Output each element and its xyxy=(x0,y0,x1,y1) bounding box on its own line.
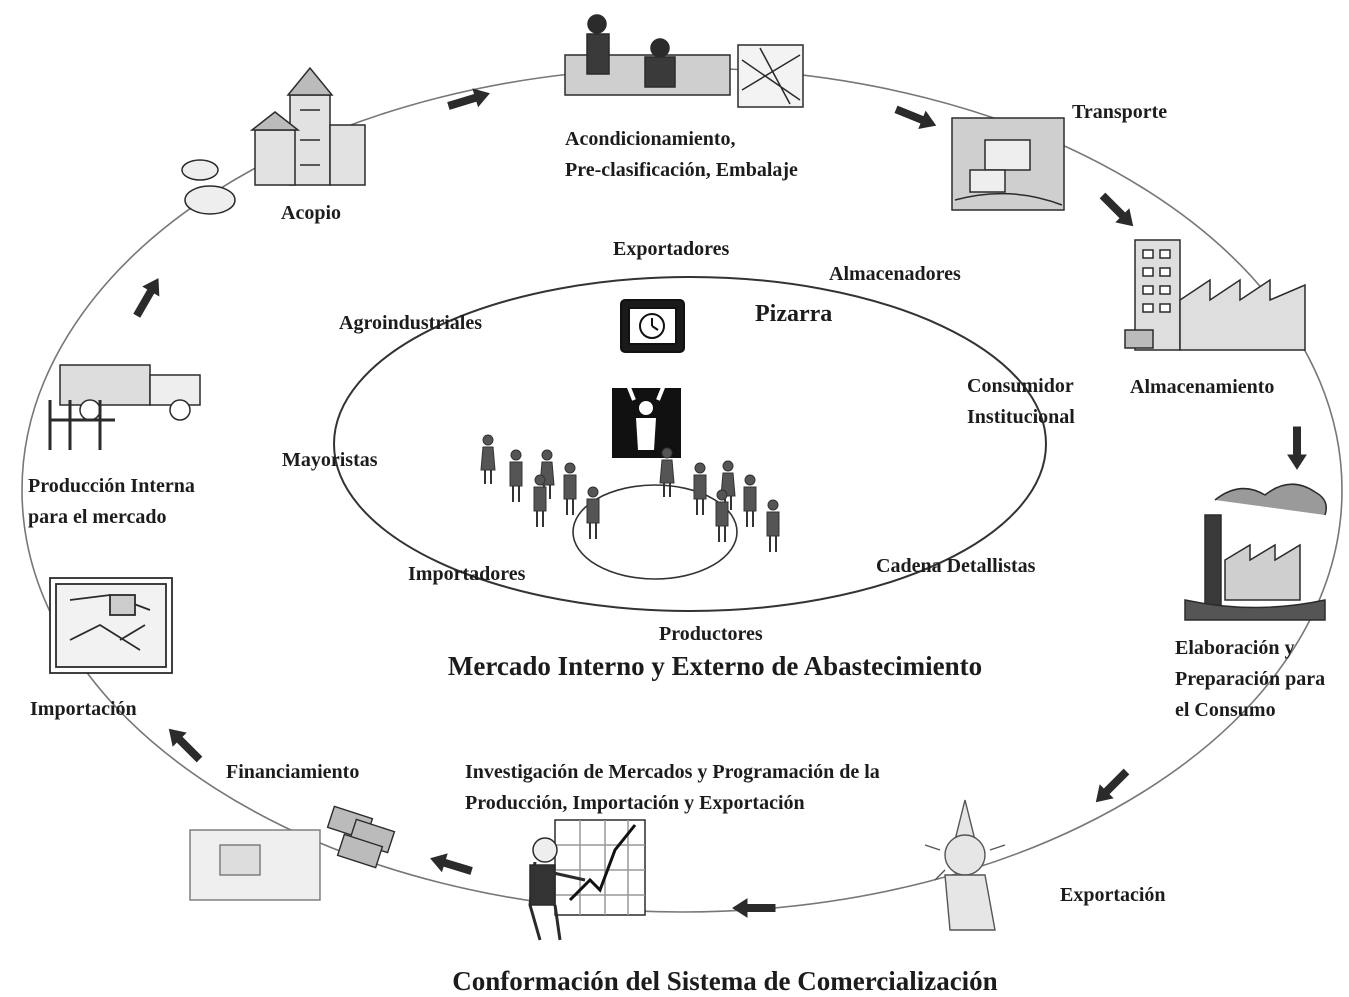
warehouse-icon xyxy=(1124,239,1306,351)
investigacion-line-1: Investigación de Mercados y Programación… xyxy=(465,761,880,783)
workers-packing-icon xyxy=(564,14,804,108)
exportacion-label: Exportación xyxy=(1060,884,1166,906)
investigacion-label: Investigación de Mercados y Programación… xyxy=(465,757,880,819)
produccion-line-1: Producción Interna xyxy=(28,475,195,497)
statue-of-liberty-icon xyxy=(924,799,1006,931)
elaboracion-line-2: Preparación para xyxy=(1175,668,1326,690)
arrow-icon xyxy=(168,728,203,763)
importacion-label: Importación xyxy=(30,698,137,720)
mayoristas-label: Mayoristas xyxy=(282,449,378,471)
acondicionamiento-label: Acondicionamiento, Pre-clasificación, Em… xyxy=(565,124,798,186)
farm-truck-icon xyxy=(48,364,201,450)
inner-market-title: Mercado Interno y Externo de Abastecimie… xyxy=(447,651,983,681)
producers-ellipse xyxy=(572,484,738,580)
arrow-icon xyxy=(894,105,937,130)
produccion-line-2: para el mercado xyxy=(28,506,167,528)
consumidor-line-1: Consumidor xyxy=(967,375,1074,397)
arrow-icon xyxy=(133,278,160,318)
arrow-icon xyxy=(1099,192,1134,227)
market-research-chart-icon xyxy=(528,819,646,941)
cadena-detallistas-label: Cadena Detallistas xyxy=(876,555,1036,577)
almacenadores-label: Almacenadores xyxy=(829,263,961,285)
acondicionamiento-line-1: Acondicionamiento, xyxy=(565,128,736,150)
importadores-label: Importadores xyxy=(408,563,526,585)
elaboracion-line-1: Elaboración y xyxy=(1175,637,1295,659)
consumidor-institucional-label: Consumidor Institucional xyxy=(967,371,1075,433)
transporte-label: Transporte xyxy=(1072,101,1168,123)
elaboracion-line-3: el Consumo xyxy=(1175,699,1276,721)
acondicionamiento-line-2: Pre-clasificación, Embalaje xyxy=(565,159,798,181)
produccion-label: Producción Interna para el mercado xyxy=(28,471,195,533)
agroindustriales-label: Agroindustriales xyxy=(339,312,482,334)
financiamiento-label: Financiamiento xyxy=(226,761,360,783)
market-ellipse xyxy=(333,276,1047,612)
granary-icon xyxy=(181,66,366,215)
arrow-icon xyxy=(447,88,490,110)
productores-label: Productores xyxy=(659,623,763,645)
financing-money-icon xyxy=(189,805,396,901)
arrow-icon xyxy=(430,853,473,875)
clock-board-icon xyxy=(620,299,685,353)
transport-icon xyxy=(951,117,1065,211)
main-title: Conformación del Sistema de Comercializa… xyxy=(452,966,998,996)
acopio-label: Acopio xyxy=(281,202,341,224)
exportadores-label: Exportadores xyxy=(613,238,730,260)
arrow-icon xyxy=(732,898,776,918)
pizarra-label: Pizarra xyxy=(755,301,833,327)
factory-icon xyxy=(1184,483,1327,621)
arrow-icon xyxy=(1095,768,1130,803)
almacenamiento-label: Almacenamiento xyxy=(1130,376,1275,398)
elaboracion-label: Elaboración y Preparación para el Consum… xyxy=(1175,633,1325,726)
investigacion-line-2: Producción, Importación y Exportación xyxy=(465,792,805,814)
traders-crowd-icon xyxy=(480,434,780,552)
consumidor-line-2: Institucional xyxy=(967,406,1075,428)
arrow-icon xyxy=(1287,426,1307,470)
auctioneer-icon xyxy=(612,384,681,458)
import-goods-icon xyxy=(49,577,173,674)
